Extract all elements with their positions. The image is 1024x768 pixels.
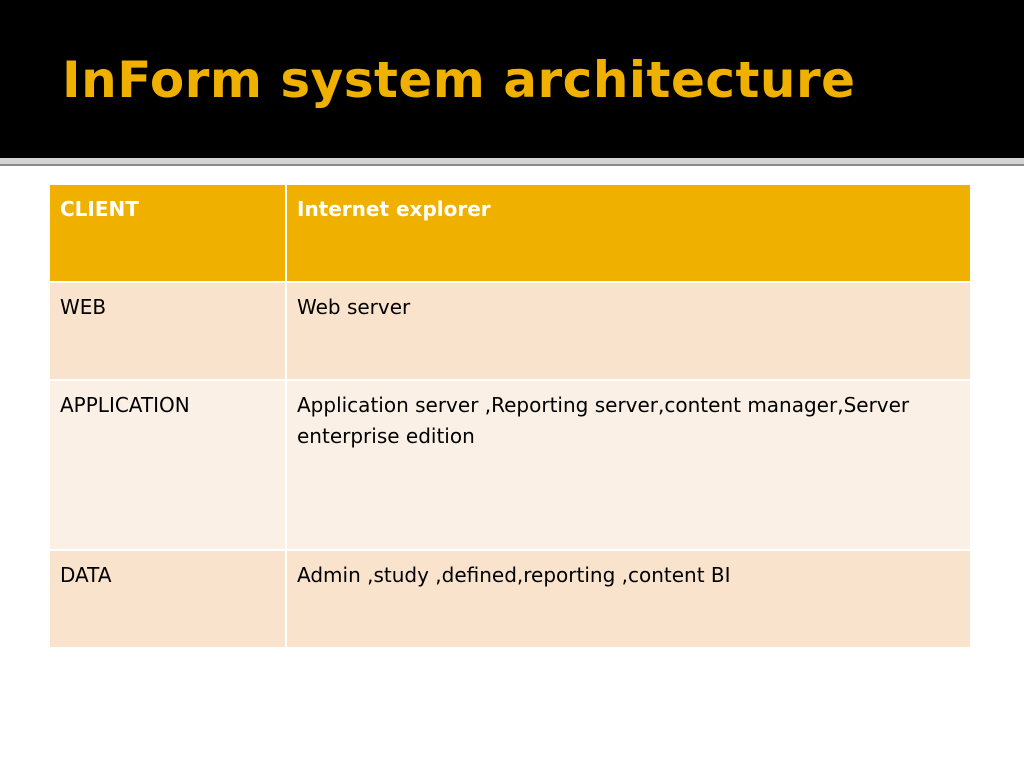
table-row-web: WEB Web server (48, 281, 972, 381)
components-cell: Web server (285, 281, 972, 381)
title-divider-shadow (0, 164, 1024, 166)
components-cell: Admin ,study ,defined,reporting ,content… (285, 549, 972, 649)
tier-cell: WEB (48, 281, 287, 381)
architecture-table: CLIENT Internet explorer WEB Web server … (48, 183, 972, 649)
table-row-data: DATA Admin ,study ,defined,reporting ,co… (48, 549, 972, 649)
tier-cell: CLIENT (48, 183, 287, 283)
table-row-application: APPLICATION Application server ,Reportin… (48, 379, 972, 551)
title-bar: InForm system architecture (0, 0, 1024, 158)
tier-cell: DATA (48, 549, 287, 649)
slide-title: InForm system architecture (62, 51, 856, 109)
components-cell: Application server ,Reporting server,con… (285, 379, 972, 551)
tier-cell: APPLICATION (48, 379, 287, 551)
title-divider (0, 158, 1024, 164)
table-row-client: CLIENT Internet explorer (48, 183, 972, 283)
components-cell: Internet explorer (285, 183, 972, 283)
